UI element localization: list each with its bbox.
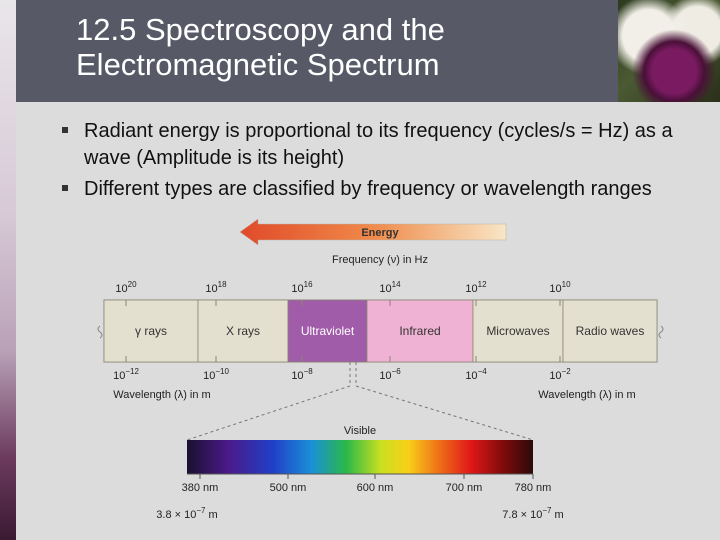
orchid-photo (618, 0, 720, 102)
wavelength-tick-label: 10−2 (549, 367, 571, 382)
wavelength-tick-label: 10−10 (203, 367, 229, 382)
frequency-tick-label: 1012 (465, 280, 487, 295)
spectrum-region-label: γ rays (135, 324, 167, 338)
wavelength-tick-label: 10−4 (465, 367, 487, 382)
spectrum-region-label: Radio waves (576, 324, 645, 338)
bullet-item: Different types are classified by freque… (62, 176, 712, 203)
bullet-square-icon (62, 185, 68, 191)
spectrum-region-label: Microwaves (486, 324, 549, 338)
visible-label: Visible (344, 425, 376, 437)
visible-nm-ticks: 380 nm 500 nm 600 nm 700 nm 780 nm (182, 474, 552, 494)
visible-right-meters: 7.8 × 10−7 m (502, 506, 563, 521)
spectrum-bar: γ rays X rays Ultraviolet Infrared Microwave… (97, 299, 664, 363)
spectrum-region-label: X rays (226, 324, 260, 338)
wavelength-tick-labels: 10−12 10−10 10−8 10−6 10−4 10−2 (113, 367, 571, 382)
bullet-text: Different types are classified by freque… (84, 178, 652, 200)
break-mark-icon (658, 325, 664, 339)
bullet-list: Radiant energy is proportional to its fr… (62, 118, 712, 207)
wavelength-tick-label: 10−6 (379, 367, 401, 382)
energy-arrow: Energy (239, 218, 507, 246)
visible-nm-tick-label: 600 nm (357, 482, 394, 494)
slide-title: 12.5 Spectroscopy and the Electromagneti… (76, 12, 445, 82)
spectrum-region-label: Infrared (399, 324, 440, 338)
spectrum-region (366, 299, 474, 363)
bullet-item: Radiant energy is proportional to its fr… (62, 118, 712, 172)
wavelength-tick-label: 10−12 (113, 367, 139, 382)
frequency-tick-label: 1016 (291, 280, 313, 295)
energy-label: Energy (361, 227, 399, 239)
spectrum-region-label: Ultraviolet (301, 324, 355, 338)
frequency-tick-label: 1010 (549, 280, 571, 295)
title-bar: 12.5 Spectroscopy and the Electromagneti… (16, 0, 618, 102)
visible-nm-tick-label: 780 nm (515, 482, 552, 494)
visible-projection-lines (186, 362, 534, 441)
frequency-tick-label: 1018 (205, 280, 227, 295)
wavelength-axis-label-left: Wavelength (λ) in m (113, 389, 210, 401)
bullet-text: Radiant energy is proportional to its fr… (84, 120, 673, 169)
break-mark-icon (97, 325, 103, 339)
spectrum-region (197, 299, 289, 363)
bullet-square-icon (62, 127, 68, 133)
visible-nm-tick-label: 700 nm (446, 482, 483, 494)
frequency-tick-label: 1014 (379, 280, 401, 295)
frequency-axis-label: Frequency (ν) in Hz (332, 254, 428, 266)
wavelength-axis-label-right: Wavelength (λ) in m (538, 389, 635, 401)
spectrum-region (472, 299, 564, 363)
decorative-left-strip (0, 0, 16, 540)
spectrum-region (287, 299, 368, 363)
frequency-tick-label: 1020 (115, 280, 137, 295)
visible-nm-tick-label: 380 nm (182, 482, 219, 494)
visible-left-meters: 3.8 × 10−7 m (156, 506, 217, 521)
spectrum-region (562, 299, 658, 363)
visible-spectrum-band (187, 440, 533, 474)
wavelength-tick-label: 10−8 (291, 367, 313, 382)
frequency-tick-labels: 1020 1018 1016 1014 1012 1010 (115, 280, 571, 295)
visible-nm-tick-label: 500 nm (270, 482, 307, 494)
